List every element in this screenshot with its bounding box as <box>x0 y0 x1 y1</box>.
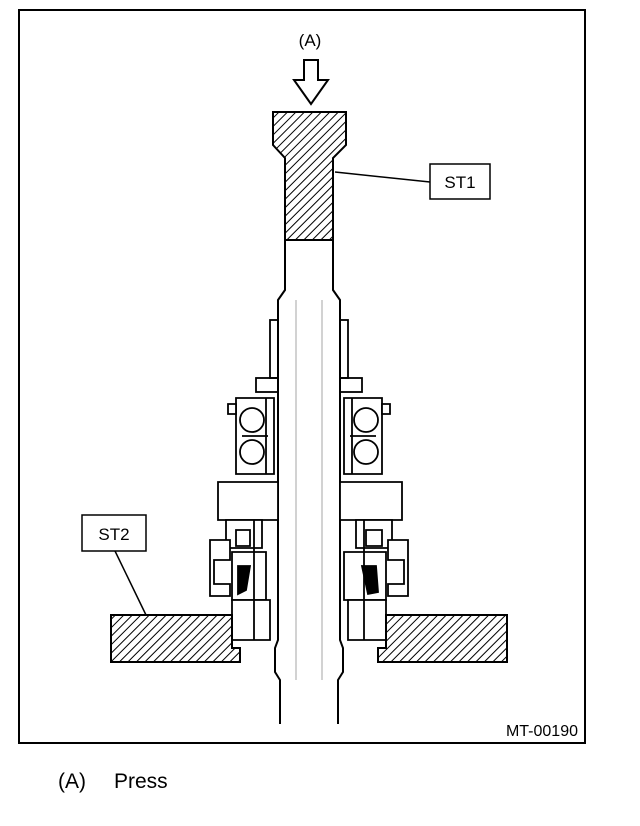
left-hub-assembly <box>209 481 279 641</box>
callout-a-label: (A) <box>299 31 322 50</box>
right-hub-assembly <box>339 481 409 641</box>
figure-code: MT-00190 <box>506 723 578 740</box>
st2-callout-label: ST2 <box>98 525 129 544</box>
legend-text: Press <box>114 770 168 793</box>
st2-callout-box <box>81 514 147 552</box>
press-arrow-icon <box>292 59 330 106</box>
right-ball-bearing <box>343 397 391 475</box>
st2-leader-line <box>114 550 147 616</box>
main-shaft <box>274 239 344 724</box>
st2-base-right <box>377 614 508 663</box>
legend-key: (A) <box>58 770 86 793</box>
figure-frame <box>18 9 586 744</box>
st2-base-left <box>110 614 241 663</box>
st1-callout-box <box>429 163 491 200</box>
left-ball-bearing <box>227 397 275 475</box>
st1-leader-line <box>334 171 431 183</box>
st1-tool <box>272 111 347 241</box>
upper-sleeve <box>255 319 363 393</box>
diagram-figure: (A) ST1 <box>18 9 586 744</box>
legend: (A) Press <box>58 770 168 794</box>
st1-callout-label: ST1 <box>444 173 475 192</box>
